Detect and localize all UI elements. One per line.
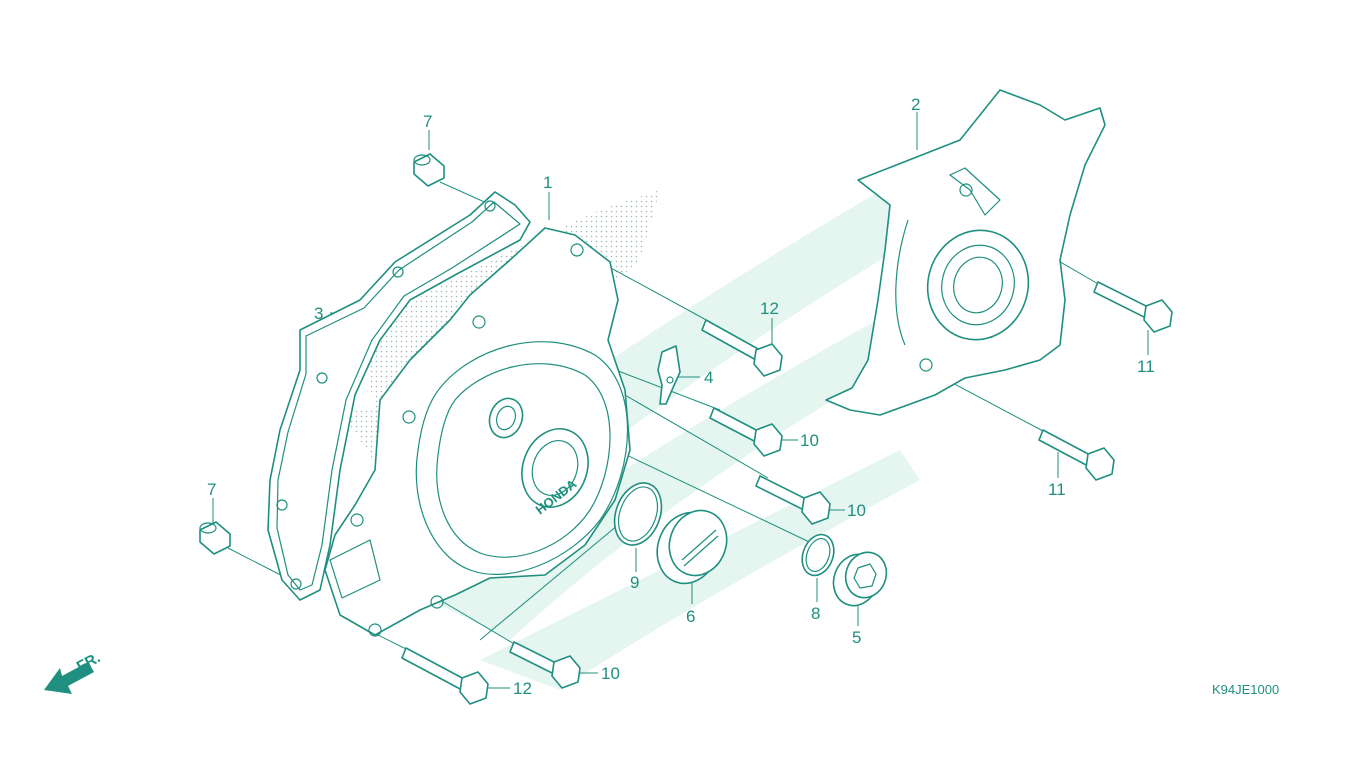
bolt-11-lower [1038,429,1115,481]
hole-cap-large [656,509,728,585]
o-ring-small [801,533,835,577]
bolt-10-middle [755,475,831,525]
gasket [267,191,531,601]
callout-11-lower: 11 [1048,480,1066,499]
callout-3: 3 [314,304,323,323]
callout-10-lower: 10 [601,664,620,683]
callout-7-upper: 7 [423,112,432,131]
callout-10-middle: 10 [847,501,866,520]
bolt-10-lower [509,641,581,689]
callout-labels: 1 2 3 4 5 6 7 7 8 9 10 10 10 11 11 12 12 [207,95,1155,698]
callout-1: 1 [543,173,552,192]
dowel-pin-upper [413,153,445,187]
diagram-code: K94JE1000 [1212,682,1279,697]
bolt-10-upper [709,407,783,457]
front-direction-arrow: FR. [44,649,103,694]
callout-6: 6 [686,607,695,626]
bolt-12-lower [401,647,489,705]
clamp [657,345,681,405]
bolt-11-upper [1093,281,1173,333]
o-ring-large [613,482,663,546]
callout-8: 8 [811,604,820,623]
callout-7-lower: 7 [207,480,216,499]
callout-5: 5 [852,628,861,647]
callout-12-upper: 12 [760,299,779,318]
left-crankcase-cover: HONDA [324,227,631,637]
callout-11-upper: 11 [1137,357,1155,376]
callout-12-lower: 12 [513,679,532,698]
hole-cap-small [832,551,888,607]
bolt-12-upper [701,319,783,377]
sprocket-cover [825,89,1106,416]
callout-2: 2 [911,95,920,114]
dowel-pin-lower [199,521,231,555]
callout-10-upper: 10 [800,431,819,450]
callout-4: 4 [704,368,713,387]
callout-9: 9 [630,573,639,592]
